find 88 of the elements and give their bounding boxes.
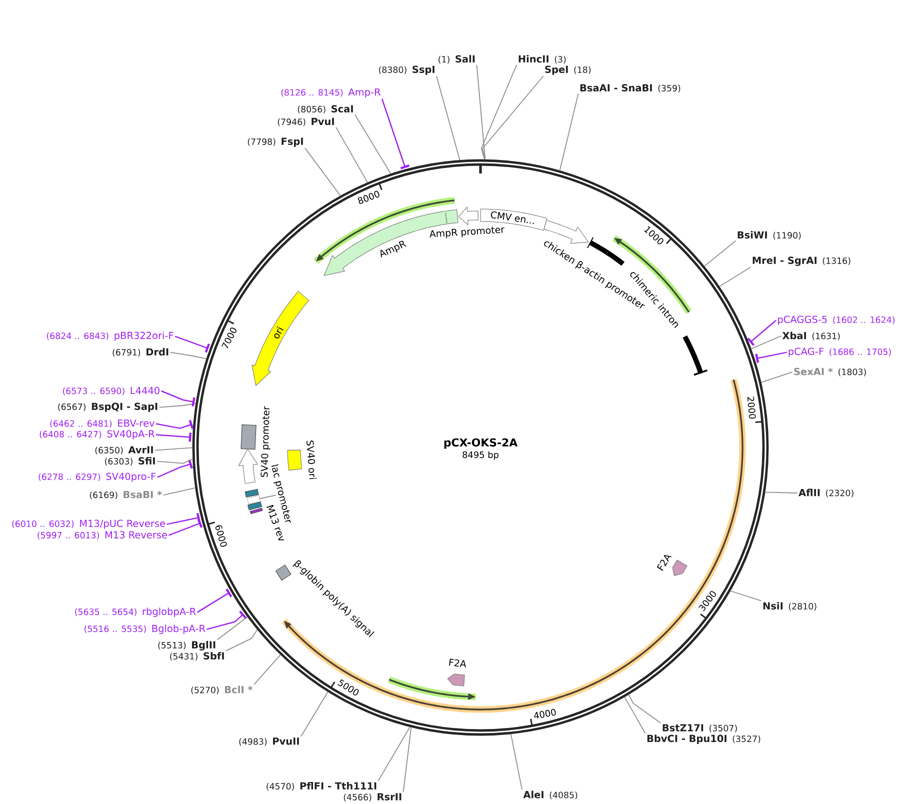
- enzyme-site-label: (5513) BglII: [158, 640, 216, 650]
- enzyme-site-label: AflII (2320): [798, 488, 854, 498]
- enzyme-site-label: (4983) PvuII: [239, 738, 299, 746]
- feature-label: SV40 ori: [306, 440, 316, 480]
- feature-label: F2A: [449, 658, 466, 668]
- leader-line: [304, 148, 341, 196]
- leader-line: [480, 64, 518, 160]
- enzyme-site-label: BsaAI - SnaBI (359): [580, 84, 680, 92]
- leader-line: [259, 494, 276, 500]
- primer-label: (6408 .. 6427) SV40pA-R: [40, 430, 155, 440]
- leader-line: [300, 692, 328, 737]
- primer-label: pCAGGS-5 (1602 .. 1624): [778, 316, 894, 325]
- leader-line: [730, 590, 762, 602]
- enzyme-site-label: (7798) FspI: [248, 138, 303, 147]
- enzyme-site-label: HincII (3): [518, 55, 566, 64]
- primer-label: (8126 .. 8145) Amp-R: [281, 88, 381, 98]
- enzyme-site-label: (7946) PvuI: [278, 118, 334, 126]
- feature-block: ori: [252, 291, 310, 386]
- feature-box: [246, 495, 261, 504]
- enzyme-site-label: BstZ17I (3507): [662, 724, 737, 732]
- leader-line: [254, 654, 281, 685]
- leader-line: [436, 76, 460, 160]
- leader-line: [628, 694, 662, 724]
- leader-line: [158, 403, 196, 408]
- enzyme-site-label: (4566) RsrII: [344, 793, 402, 802]
- tick-label: 2000: [747, 396, 756, 419]
- primer-label: (5635 .. 5654) rbglobpA-R: [75, 608, 196, 618]
- primer-label: (5997 .. 6013) M13 Reverse: [38, 531, 167, 540]
- leader-line: [226, 629, 258, 652]
- leader-line: [162, 487, 196, 496]
- leader-line: [764, 492, 798, 494]
- leader-line: [174, 336, 210, 353]
- enzyme-site-label: MreI - SgrAI (1316): [752, 256, 850, 266]
- primer-label: (6573 .. 6590) L4440: [63, 386, 160, 396]
- leader-line: [510, 734, 522, 790]
- plasmid-name: pCX-OKS-2A: [444, 438, 518, 449]
- leader-line: [755, 352, 787, 363]
- primer-label: (6462 .. 6481) EBV-rev: [50, 420, 154, 428]
- leader-line: [704, 240, 736, 267]
- enzyme-site-label: XbaI (1631): [782, 332, 840, 340]
- leader-line: [156, 432, 192, 442]
- enzyme-site-label: AleI (4085): [523, 790, 578, 800]
- tick-label: 7000: [222, 328, 236, 348]
- feature-label: F2A: [656, 555, 672, 571]
- leader-line: [747, 320, 776, 346]
- tick-label: 6000: [215, 525, 227, 547]
- leader-line: [719, 266, 752, 287]
- enzyme-site-label: (5270) BclI *: [191, 686, 253, 694]
- plasmid-size: 8495 bp: [462, 451, 498, 460]
- feature-box: [244, 488, 259, 498]
- enzyme-site-label: BsiWI (1190): [738, 231, 801, 240]
- primer-label: (6010 .. 6032) M13/pUC Reverse: [12, 520, 165, 529]
- enzyme-site-label: (6567) BspQI - SapI: [58, 402, 158, 412]
- leader-line: [559, 93, 579, 171]
- enzyme-site-label: (6791) DrdI: [112, 348, 168, 357]
- enzyme-site-label: SexAI * (1803): [794, 368, 866, 376]
- leader-line: [750, 336, 782, 350]
- enzyme-site-label: (8056) ScaI: [298, 105, 353, 114]
- primer-label: pCAG-F (1686 .. 1705): [788, 348, 891, 357]
- leader-line: [216, 616, 248, 640]
- enzyme-site-label: (5431) SbfI: [170, 652, 224, 661]
- leader-line: [476, 64, 486, 160]
- leader-line: [624, 696, 646, 734]
- enzyme-site-label: (1) SalI: [438, 55, 475, 64]
- enzyme-site-label: NsiI (2810): [763, 602, 816, 611]
- feature-label: SV40 promoter: [260, 406, 270, 478]
- enzyme-site-label: (6169) BsaBI *: [90, 490, 162, 500]
- leader-line: [156, 458, 194, 464]
- enzyme-site-label: (4570) PflFI - Tth111I: [266, 782, 376, 791]
- primer-label: (6824 .. 6843) pBR322ori-F: [46, 332, 174, 342]
- feature-box: [240, 424, 256, 450]
- leader-line: [336, 126, 368, 183]
- primer-label: (5516 .. 5535) Bglob-pA-R: [84, 624, 206, 634]
- leader-line: [402, 726, 412, 792]
- enzyme-site-label: (8380) SspI: [379, 66, 434, 75]
- enzyme-site-label: (6303) SfiI: [105, 457, 155, 466]
- leader-line: [482, 76, 544, 160]
- leader-line: [760, 372, 793, 383]
- leader-line: [170, 352, 207, 360]
- primer-label: (6278 .. 6297) SV40pro-F: [38, 472, 156, 482]
- leader-line: [154, 447, 193, 451]
- enzyme-site-label: BbvCI - Bpu10I (3527): [647, 734, 760, 744]
- leader-line: [354, 114, 392, 174]
- tick-label: 4000: [534, 708, 556, 719]
- enzyme-site-label: SpeI (18): [545, 66, 591, 75]
- leader-line: [378, 726, 410, 782]
- tick-label: 8000: [358, 190, 380, 204]
- enzyme-site-label: (6350) AvrII: [95, 446, 153, 454]
